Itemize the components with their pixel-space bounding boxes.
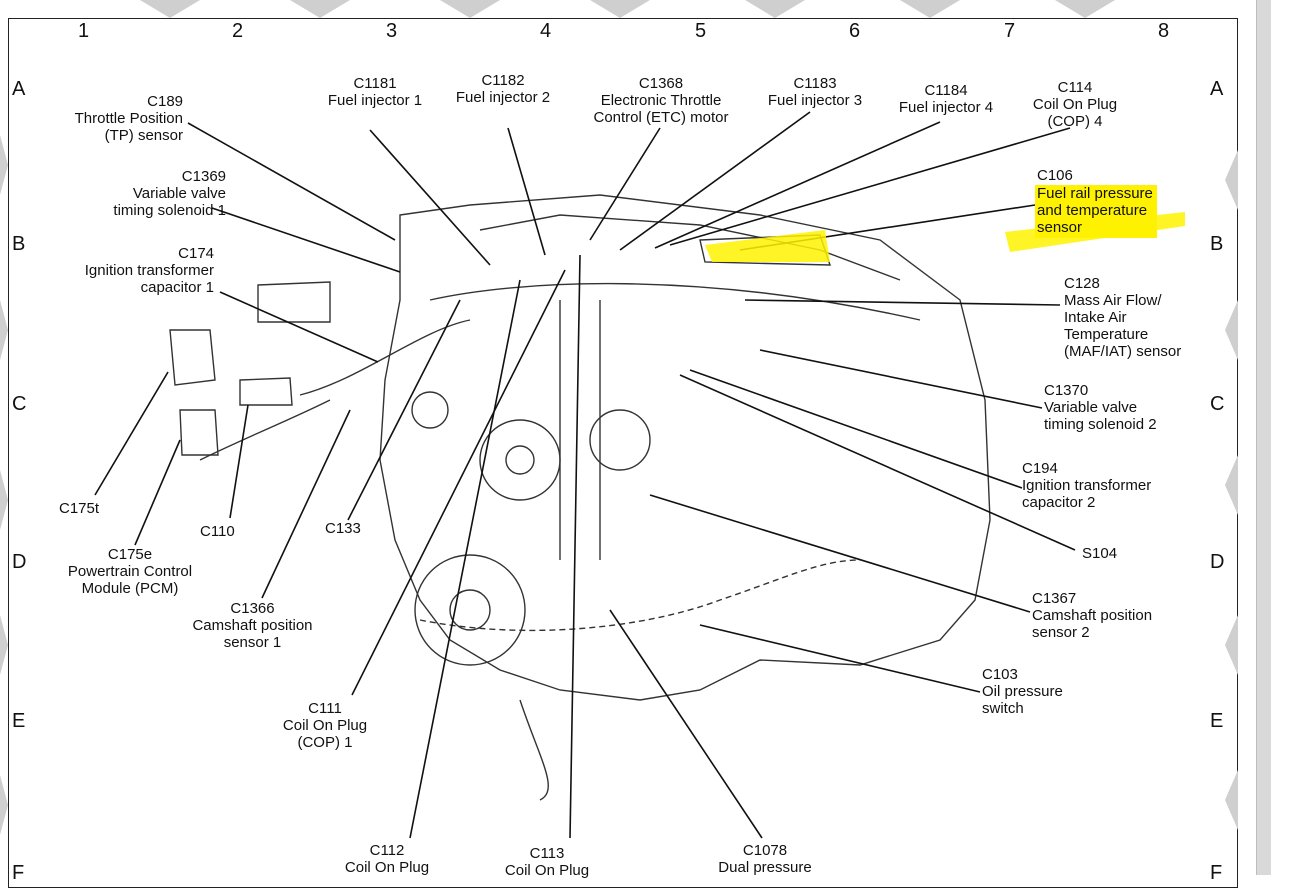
row-letter: C (1210, 393, 1225, 415)
row-letter: B (12, 233, 26, 255)
label-c1184: C1184 Fuel injector 4 (898, 82, 994, 116)
row-letter: C (12, 393, 27, 415)
label-c110: C110 (200, 523, 235, 540)
label-c113: C113 Coil On Plug (504, 845, 590, 879)
label-c189: C189 Throttle Position (TP) sensor (74, 93, 183, 144)
label-c1367: C1367 Camshaft position sensor 2 (1032, 590, 1153, 641)
label-c106-highlighted: Fuel rail pressure and temperature senso… (1035, 185, 1157, 238)
label-c112: C112 Coil On Plug (344, 842, 430, 876)
label-c1368: C1368 Electronic Throttle Control (ETC) … (593, 75, 729, 126)
label-c106-code: C106 (1037, 167, 1073, 184)
column-number: 5 (695, 20, 707, 42)
label-c128: C128 Mass Air Flow/ Intake Air Temperatu… (1064, 275, 1182, 360)
label-c1183: C1183 Fuel injector 3 (767, 75, 863, 109)
label-c114: C114 Coil On Plug (COP) 4 (1032, 79, 1118, 130)
label-c1369: C1369 Variable valve timing solenoid 1 (113, 168, 226, 219)
row-letter: B (1210, 233, 1224, 255)
column-number: 7 (1004, 20, 1016, 42)
row-letter: A (12, 78, 26, 100)
column-number: 3 (386, 20, 398, 42)
row-letter: F (1210, 862, 1223, 884)
label-c1182: C1182 Fuel injector 2 (455, 72, 551, 106)
label-c133: C133 (325, 520, 361, 537)
label-c1181: C1181 Fuel injector 1 (327, 75, 423, 109)
label-c1370: C1370 Variable valve timing solenoid 2 (1044, 382, 1157, 433)
scrollbar[interactable] (1256, 0, 1271, 875)
column-number: 6 (849, 20, 861, 42)
label-c103: C103 Oil pressure switch (982, 666, 1063, 717)
row-letter: E (12, 710, 26, 732)
label-c175t: C175t (59, 500, 100, 517)
label-c174: C174 Ignition transformer capacitor 1 (84, 245, 214, 296)
row-letter: F (12, 862, 25, 884)
column-number: 2 (232, 20, 244, 42)
label-c175e: C175e Powertrain Control Module (PCM) (67, 546, 193, 597)
label-c194: C194 Ignition transformer capacitor 2 (1022, 460, 1152, 511)
column-number: 1 (78, 20, 90, 42)
column-number: 4 (540, 20, 552, 42)
row-letter: D (12, 551, 27, 573)
label-c1078: C1078 Dual pressure (718, 842, 812, 876)
label-c1366: C1366 Camshaft position sensor 1 (192, 600, 313, 651)
label-s104: S104 (1082, 545, 1118, 562)
row-letter: A (1210, 78, 1224, 100)
row-letter: D (1210, 551, 1225, 573)
row-letter: E (1210, 710, 1224, 732)
column-number: 8 (1158, 20, 1170, 42)
label-c111: C111 Coil On Plug (COP) 1 (282, 700, 368, 751)
